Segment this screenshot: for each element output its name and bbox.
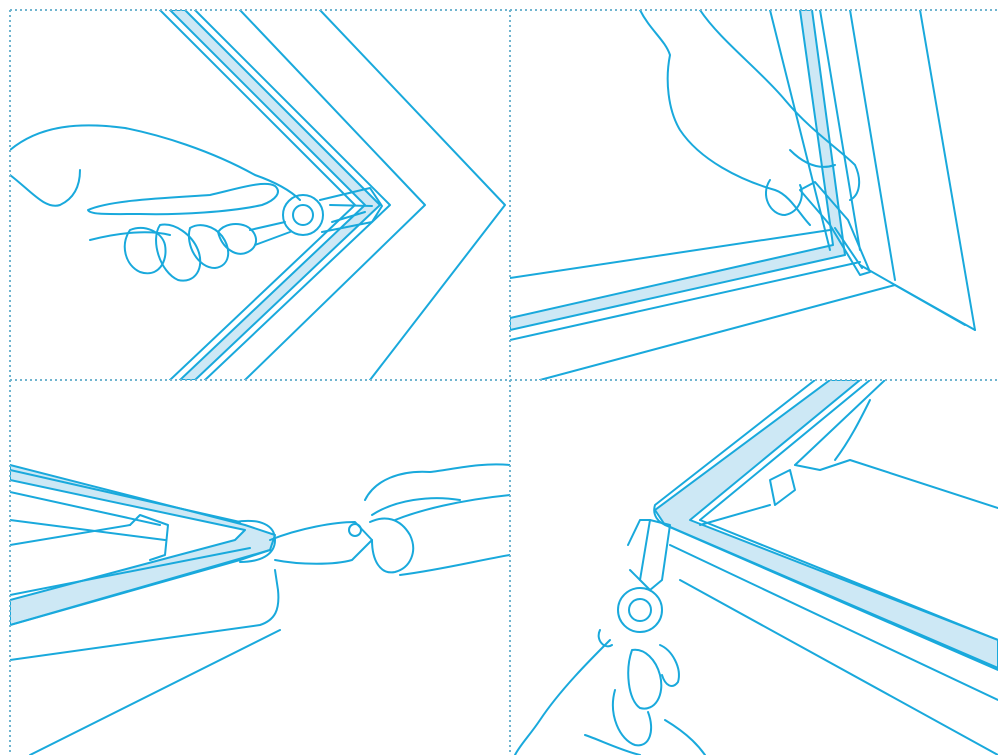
hand-with-pliers: [10, 125, 382, 280]
panel-top-left: [10, 10, 505, 380]
panel-bottom-right: [515, 380, 998, 755]
panel-top-bottom-left: [10, 464, 510, 755]
hand-with-pliers: [270, 464, 510, 575]
panel-top-right: [510, 10, 975, 380]
hand-with-pliers: [515, 520, 705, 755]
window-frame-corner: [654, 380, 998, 755]
hand-with-knife: [640, 10, 870, 275]
window-frame-corner: [10, 465, 280, 755]
window-frame-corner: [510, 10, 975, 380]
